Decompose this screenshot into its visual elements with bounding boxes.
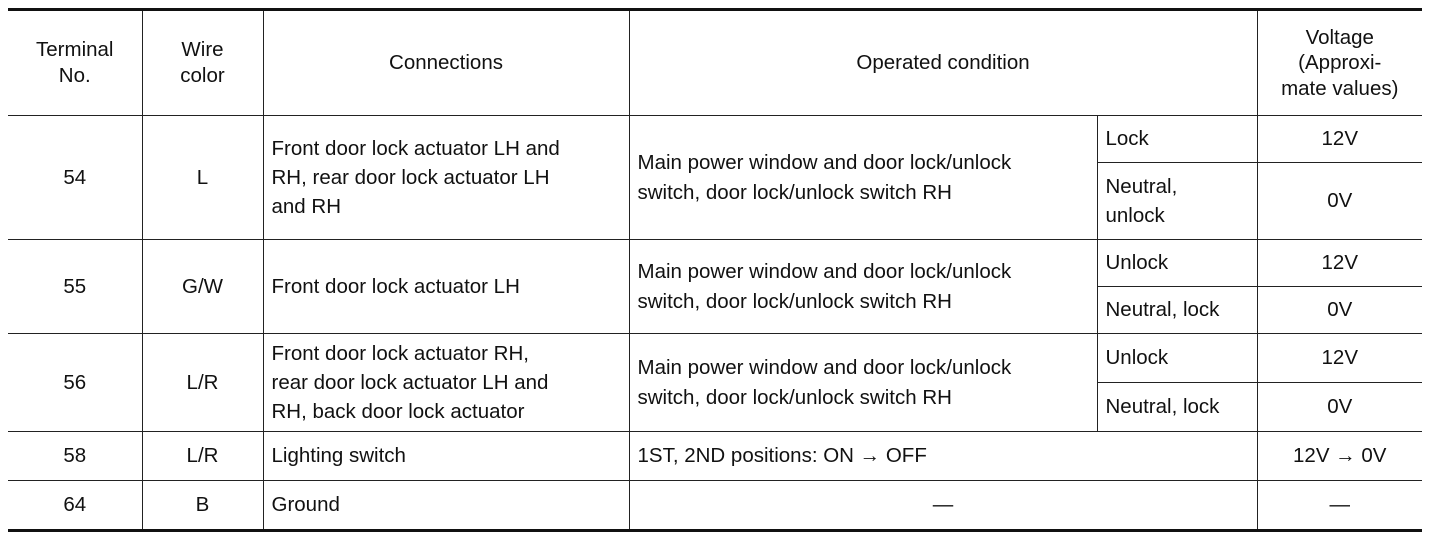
connections-cell: Front door lock actuator RH,rear door lo…	[262, 333, 630, 432]
condition-cell: —	[628, 480, 1258, 531]
state-cell: Unlock	[1096, 239, 1258, 287]
voltage-cell: 12V	[1256, 333, 1423, 383]
table-row: 56 L/R Front door lock actuator RH,rear …	[8, 333, 1423, 432]
header-operated-condition: Operated condition	[628, 9, 1258, 116]
voltage-cell: —	[1256, 480, 1423, 531]
connections-cell: Front door lock actuator LH	[262, 239, 630, 334]
voltage-cell: 12V	[1256, 239, 1423, 287]
voltage-cell: 12V	[1256, 115, 1423, 163]
wire-color-cell: G/W	[141, 239, 264, 334]
state-cell: Lock	[1096, 115, 1258, 163]
state-cell: Neutral, lock	[1097, 382, 1258, 432]
table-row: 64 B Ground — —	[8, 480, 1423, 531]
terminal-cell: 54	[8, 115, 143, 240]
wire-color-cell: B	[141, 480, 264, 531]
voltage-cell: 0V	[1256, 162, 1423, 240]
terminal-cell: 58	[8, 431, 143, 481]
voltage-cell: 0V	[1256, 286, 1423, 334]
terminal-cell: 55	[8, 239, 143, 334]
connections-cell: Ground	[262, 480, 630, 531]
voltage-cell: 0V	[1256, 382, 1423, 432]
header-voltage: Voltage(Approxi-mate values)	[1256, 9, 1423, 116]
wire-color-cell: L	[141, 115, 264, 240]
wire-color-cell: L/R	[141, 333, 264, 432]
wire-color-cell: L/R	[141, 431, 264, 481]
state-cell: Unlock	[1096, 333, 1258, 383]
table-row: Neutral,unlock 0V	[8, 162, 1423, 240]
voltage-cell: 12V → 0V	[1256, 431, 1423, 481]
table-row: 55 G/W Front door lock actuator LH Main …	[8, 239, 1423, 334]
table-row: 58 L/R Lighting switch 1ST, 2ND position…	[8, 431, 1423, 481]
state-cell: Neutral, lock	[1097, 286, 1258, 334]
connections-cell: Lighting switch	[262, 431, 630, 481]
terminal-cell: 64	[8, 480, 143, 531]
header-connections: Connections	[262, 9, 630, 116]
terminal-cell: 56	[8, 333, 143, 432]
state-cell: Neutral,unlock	[1097, 162, 1258, 240]
condition-cell: 1ST, 2ND positions: ON → OFF	[628, 431, 1258, 481]
